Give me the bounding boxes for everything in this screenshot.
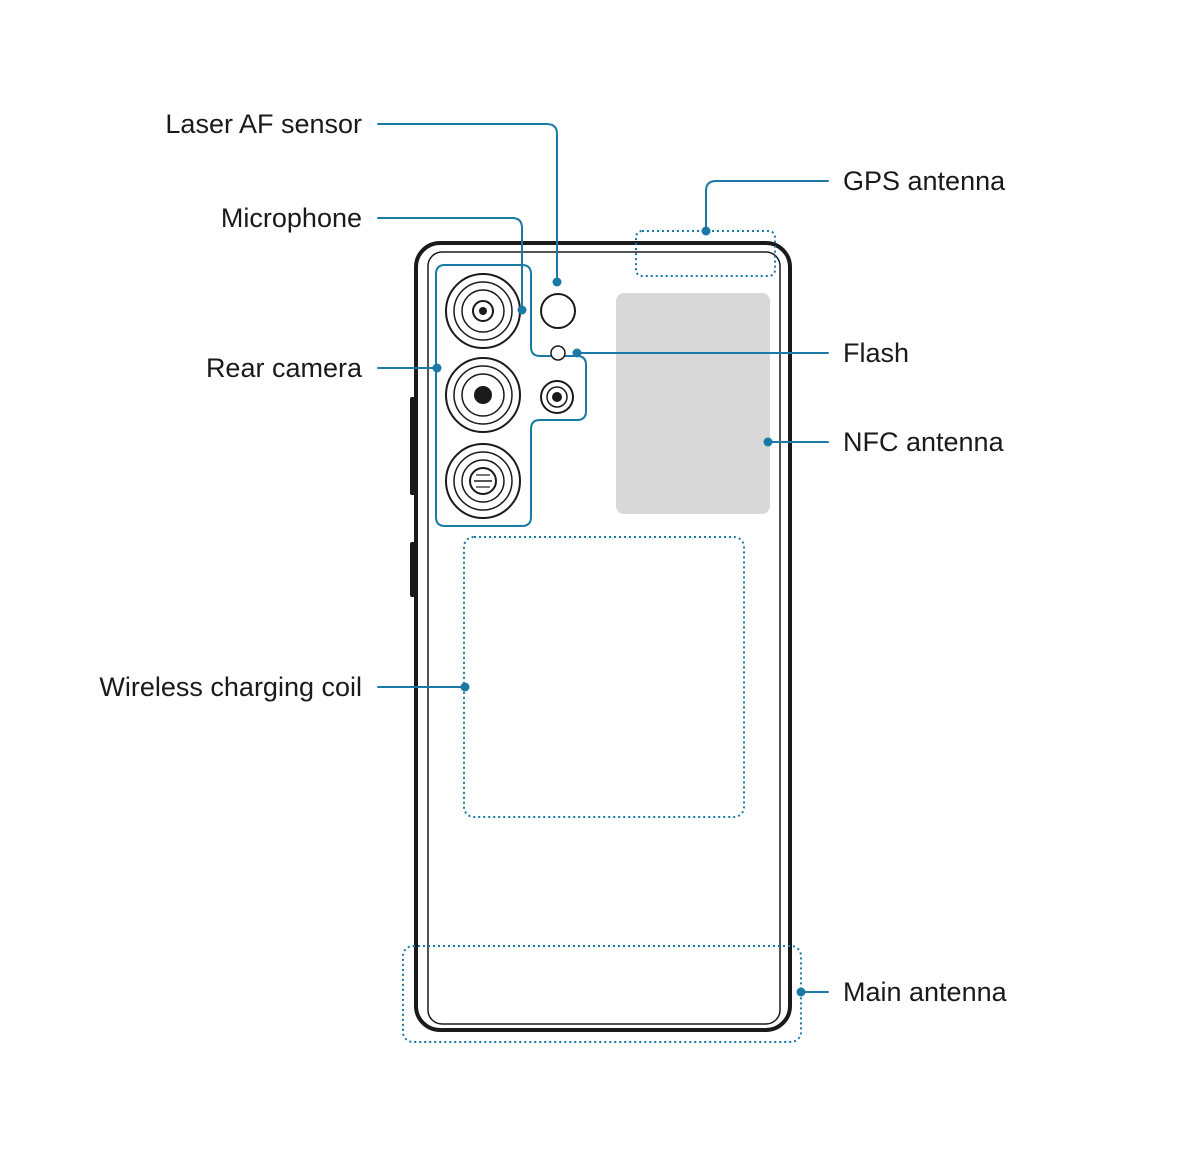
rear-camera-lens-2 [445, 357, 521, 433]
label-flash: Flash [843, 338, 909, 368]
laser-af-leader [377, 123, 558, 283]
flash-dot [572, 348, 582, 358]
gps-antenna-area [635, 230, 776, 277]
label-rear-camera: Rear camera [206, 353, 363, 383]
nfc-dot [763, 437, 773, 447]
gps-leader [705, 180, 829, 232]
microphone-leader [377, 217, 523, 311]
rear-camera-dot [432, 363, 442, 373]
leader-dots [432, 226, 806, 997]
side-button-upper [410, 397, 417, 495]
label-laser-af-sensor: Laser AF sensor [165, 109, 362, 139]
phone-inner-frame [427, 251, 781, 1025]
wireless-coil-dot [460, 682, 470, 692]
microphone-dot [517, 305, 527, 315]
label-nfc-antenna: NFC antenna [843, 427, 1005, 457]
label-microphone: Microphone [221, 203, 362, 233]
main-antenna-dot [796, 987, 806, 997]
nfc-antenna-area [616, 293, 770, 514]
gps-dot [701, 226, 711, 236]
rear-camera-lens-small [540, 380, 574, 414]
wireless-charging-coil-area [463, 536, 745, 818]
side-button-lower [410, 542, 417, 597]
camera-module-outline [435, 264, 587, 527]
laser-af-dot [552, 277, 562, 287]
label-gps-antenna: GPS antenna [843, 166, 1006, 196]
rear-camera-lens-3 [445, 443, 521, 519]
laser-af-sensor [540, 293, 576, 329]
label-wireless-charging-coil: Wireless charging coil [99, 672, 362, 702]
label-main-antenna: Main antenna [843, 977, 1008, 1007]
flash-led [550, 345, 566, 361]
